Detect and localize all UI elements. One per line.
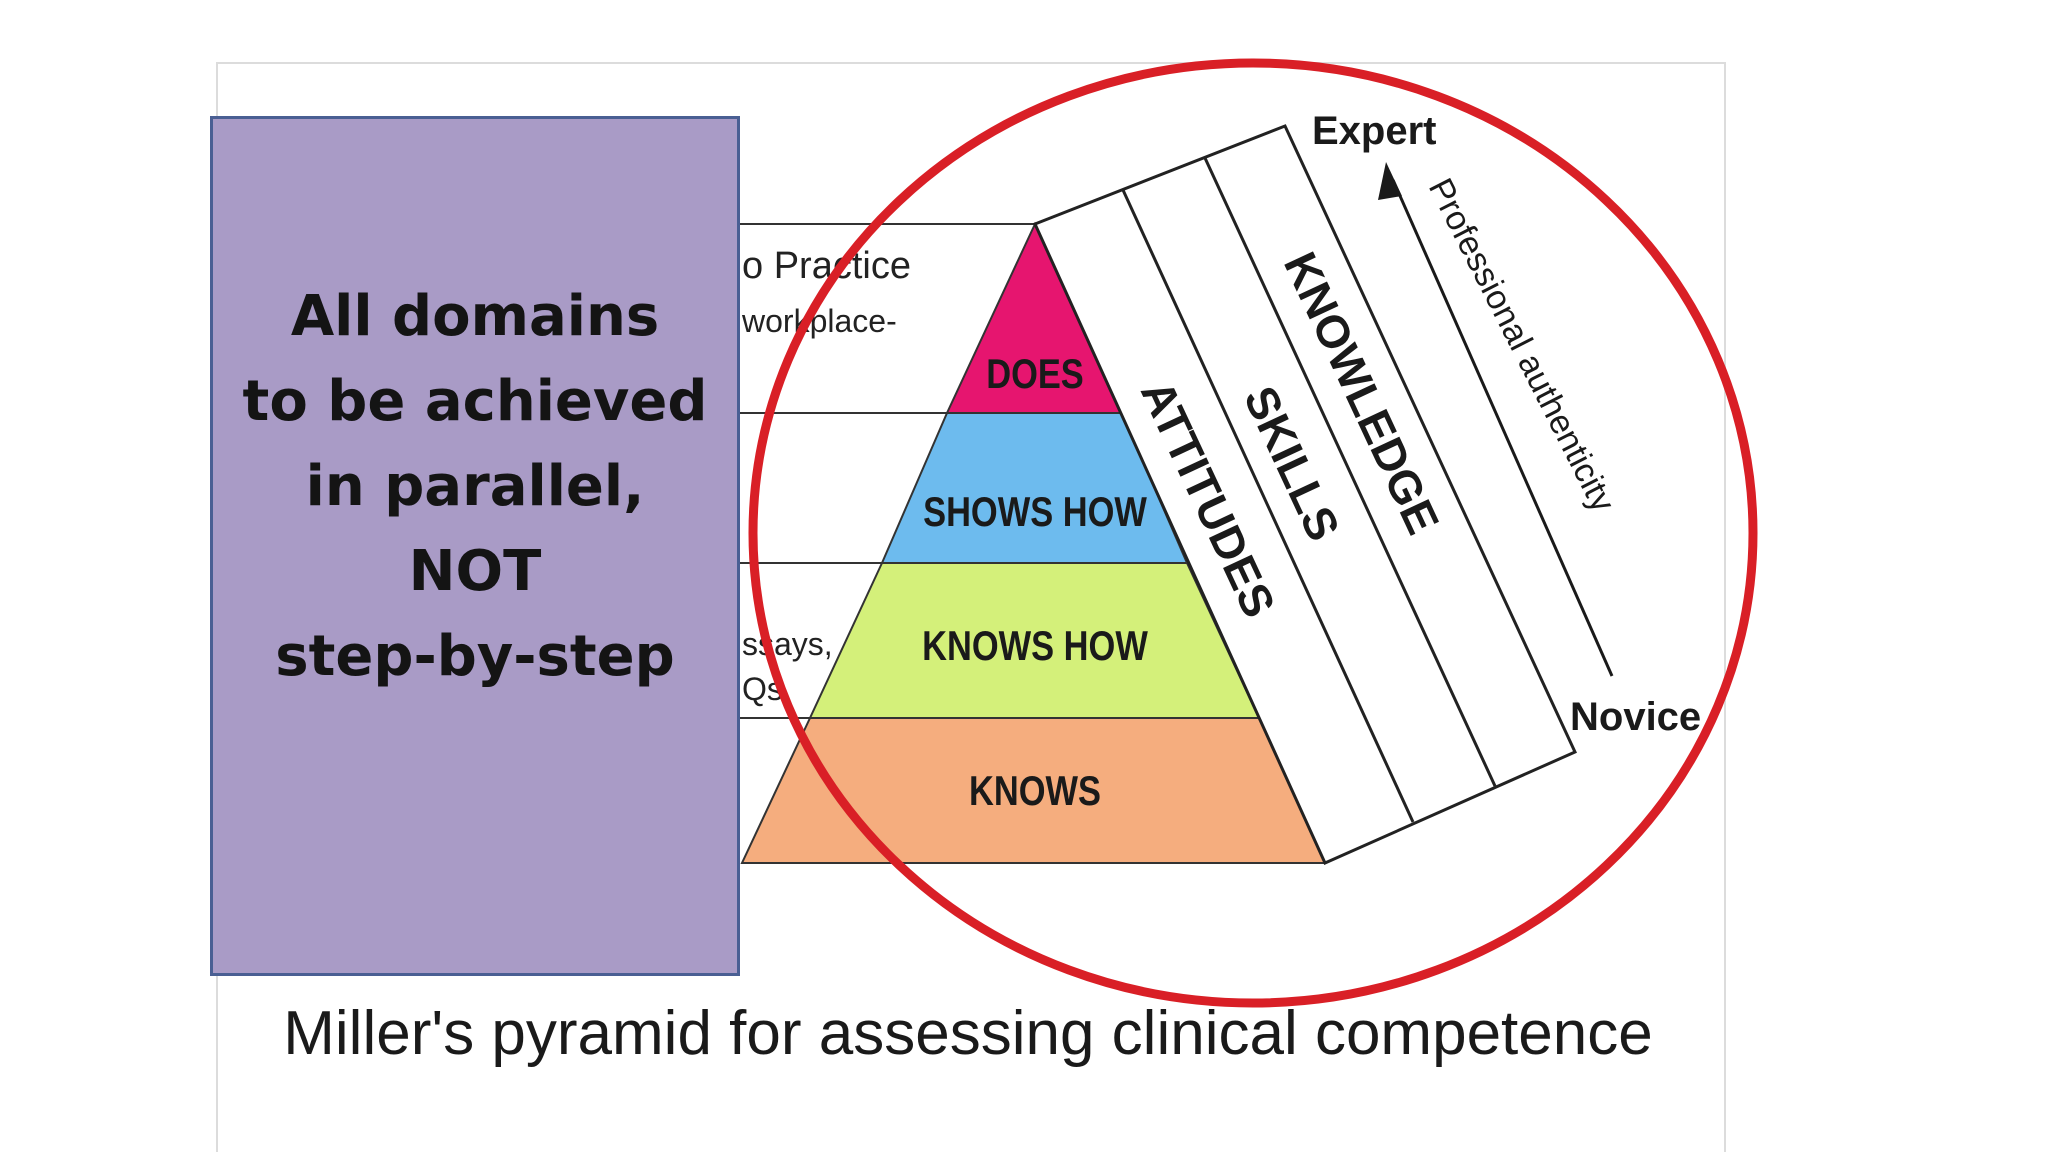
pyramid-label-does: DOES xyxy=(986,351,1084,398)
arrow-head-icon xyxy=(1378,162,1402,200)
table-text-knowshow-1: ssays, xyxy=(742,626,833,662)
expert-label: Expert xyxy=(1312,109,1437,153)
domain-bands xyxy=(1032,124,1578,865)
authenticity-arrow-line xyxy=(1391,179,1614,677)
highlight-circle xyxy=(748,58,1758,1008)
table-text-does-2: workplace- xyxy=(741,303,897,339)
parallel-domains-callout: All domains to be achieved in parallel, … xyxy=(210,116,740,976)
assessment-table-lines xyxy=(740,223,1036,719)
novice-label: Novice xyxy=(1570,695,1701,739)
diagram-caption: Miller's pyramid for assessing clinical … xyxy=(283,999,1652,1068)
pyramid-label-shows-how: SHOWS HOW xyxy=(923,489,1147,536)
pyramid-label-knows: KNOWS xyxy=(969,768,1101,815)
callout-text: All domains to be achieved in parallel, … xyxy=(242,283,708,689)
pyramid-label-knows-how: KNOWS HOW xyxy=(922,623,1148,670)
